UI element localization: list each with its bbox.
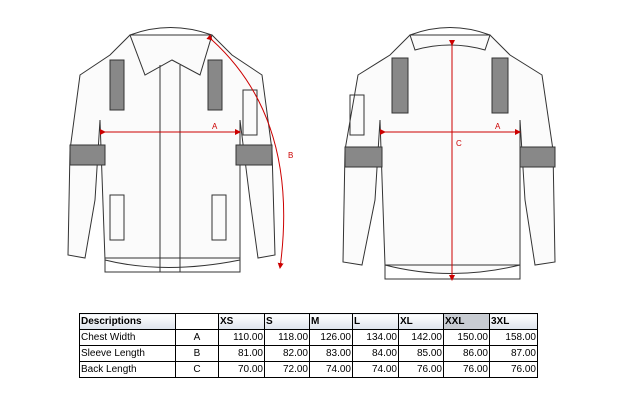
table-row: Sleeve Length B 81.00 82.00 83.00 84.00 … [79, 345, 538, 362]
cell: 72.00 [264, 361, 310, 378]
cell: 76.00 [443, 361, 490, 378]
row-name: Chest Width [79, 329, 176, 346]
cell: 134.00 [352, 329, 399, 346]
back-jacket-drawing [342, 27, 556, 280]
cell: 158.00 [489, 329, 538, 346]
table-row: Back Length C 70.00 72.00 74.00 74.00 76… [79, 361, 538, 378]
row-name: Back Length [79, 361, 176, 378]
cell: 81.00 [218, 345, 265, 362]
header-s: S [264, 313, 310, 330]
cell: 76.00 [489, 361, 538, 378]
front-label-b: B [288, 151, 293, 160]
cell: 110.00 [218, 329, 265, 346]
header-descriptions: Descriptions [79, 313, 176, 330]
header-l: L [352, 313, 399, 330]
header-xl: XL [398, 313, 444, 330]
cell: 74.00 [309, 361, 353, 378]
cell: 118.00 [264, 329, 310, 346]
back-measurements: A C [380, 40, 521, 281]
front-label-a: A [212, 122, 218, 131]
cell: 126.00 [309, 329, 353, 346]
front-jacket-drawing [67, 27, 276, 273]
jacket-diagrams: A B A C [67, 27, 556, 281]
cell: 85.00 [398, 345, 444, 362]
cell: 142.00 [398, 329, 444, 346]
front-measurements: A B [100, 34, 293, 269]
back-label-c: C [456, 139, 462, 148]
cell: 86.00 [443, 345, 490, 362]
table-header-row: Descriptions XS S M L XL XXL 3XL [79, 313, 538, 330]
row-code: A [175, 329, 219, 346]
cell: 70.00 [218, 361, 265, 378]
cell: 83.00 [309, 345, 353, 362]
header-3xl: 3XL [489, 313, 538, 330]
cell: 84.00 [352, 345, 399, 362]
cell: 74.00 [352, 361, 399, 378]
size-chart-table: Descriptions XS S M L XL XXL 3XL Chest W… [79, 313, 538, 378]
row-name: Sleeve Length [79, 345, 176, 362]
row-code: B [175, 345, 219, 362]
cell: 76.00 [398, 361, 444, 378]
row-code: C [175, 361, 219, 378]
back-label-a: A [495, 122, 501, 131]
table-row: Chest Width A 110.00 118.00 126.00 134.0… [79, 329, 538, 346]
cell: 82.00 [264, 345, 310, 362]
header-xxl: XXL [443, 313, 490, 330]
header-code [175, 313, 219, 330]
cell: 87.00 [489, 345, 538, 362]
header-xs: XS [218, 313, 265, 330]
cell: 150.00 [443, 329, 490, 346]
header-m: M [309, 313, 353, 330]
